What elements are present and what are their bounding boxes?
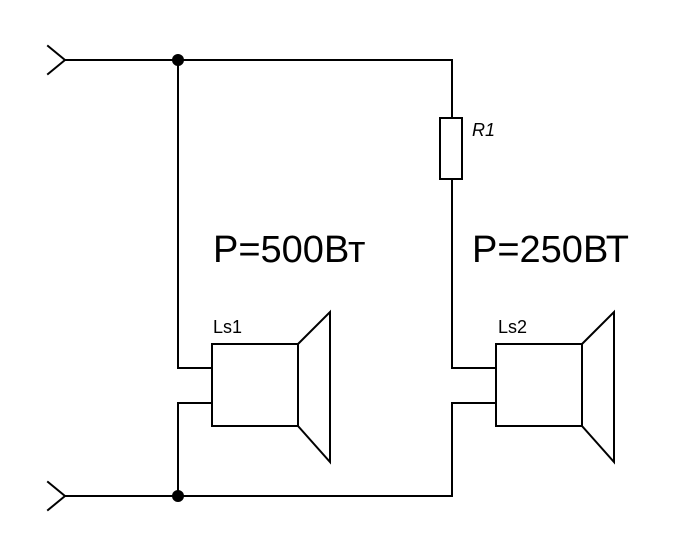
input-terminal-bottom-icon bbox=[46, 480, 67, 512]
speaker-ls1-icon bbox=[211, 309, 331, 465]
speaker1-label: Ls1 bbox=[213, 317, 242, 337]
ls2-negative-wire bbox=[451, 402, 497, 497]
ls1-positive-wire bbox=[177, 59, 213, 369]
input-terminal-top-icon bbox=[46, 44, 67, 76]
resistor-r1 bbox=[439, 117, 463, 180]
ls1-negative-wire bbox=[177, 402, 213, 497]
speaker1-power-label: P=500Вт bbox=[213, 229, 365, 271]
speaker2-label: Ls2 bbox=[498, 317, 527, 337]
ls2-positive-wire bbox=[451, 178, 497, 369]
speaker-ls2-icon bbox=[495, 309, 615, 465]
resistor-label: R1 bbox=[472, 120, 495, 140]
speaker2-power-label: P=250ВТ bbox=[472, 229, 629, 271]
